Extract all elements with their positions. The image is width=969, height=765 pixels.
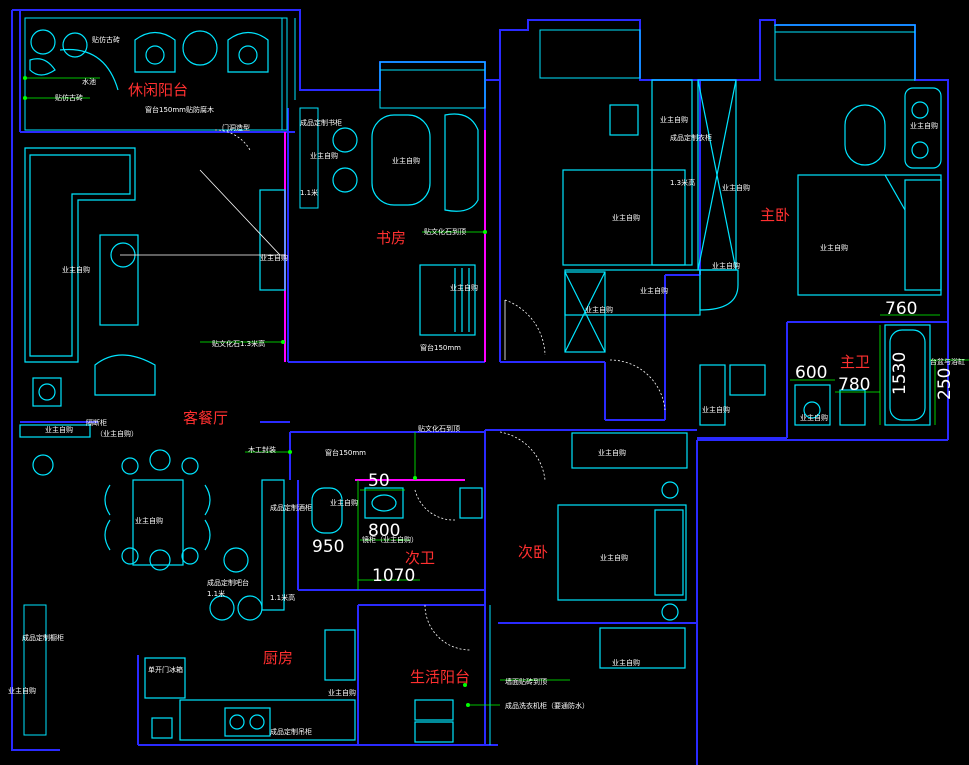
note-mirror: 镜柜（业主自购）	[362, 535, 418, 544]
dining-furniture	[19, 424, 285, 621]
room-label-utility-balcony: 生活阳台	[410, 668, 470, 686]
note-owner-mb-3: 业主自购	[712, 261, 740, 270]
master-bath-fixtures	[699, 324, 931, 426]
note-owner-dining: 业主自购	[135, 516, 163, 525]
dim-760: 760	[885, 299, 917, 319]
utility-fixtures	[414, 605, 491, 745]
note-owner-mb-7: 业主自购	[660, 115, 688, 124]
note-wall-tile: 墙面贴砖到顶	[505, 677, 547, 686]
note-owner-sb-3: 业主自购	[612, 658, 640, 667]
balcony-furniture	[29, 29, 269, 91]
room-label-guest-bath: 次卫	[405, 549, 435, 567]
note-owner-mb-2: 业主自购	[722, 183, 750, 192]
note-study-cab-h: 1.1米	[300, 188, 318, 197]
dimension-lines	[357, 314, 940, 590]
note-owner-mb-6: 业主自购	[910, 121, 938, 130]
dim-1070: 1070	[372, 566, 415, 586]
study-furniture	[332, 113, 479, 336]
dim-50: 50	[368, 471, 390, 491]
note-owner-mb-1: 业主自购	[612, 213, 640, 222]
dimensions: 760 600 780 1530 250 50 800 950 1070	[312, 299, 955, 586]
note-range-hood: 成品定制吊柜	[270, 727, 312, 736]
note-screen: 隔断柜	[86, 418, 107, 427]
dim-800: 800	[368, 521, 400, 541]
note-pool: 水池	[82, 77, 96, 86]
note-wardrobe: 成品定制衣柜	[670, 133, 712, 142]
room-label-study: 书房	[376, 229, 406, 247]
dim-1530: 1530	[890, 352, 910, 395]
note-tile-b: 贴仿古砖	[55, 93, 83, 102]
room-label-master-bath: 主卫	[840, 353, 870, 371]
guest-bath-fixtures	[311, 487, 483, 534]
living-furniture	[24, 147, 286, 407]
note-owner-gbath: 业主自购	[330, 498, 358, 507]
dim-780: 780	[838, 375, 870, 395]
note-owner-sb-1: 业主自购	[598, 448, 626, 457]
dim-950: 950	[312, 537, 344, 557]
note-bar-h: 1.1米高	[270, 593, 295, 602]
note-owner-tv: 业主自购	[260, 253, 288, 262]
walls	[11, 9, 949, 765]
note-stone-1: 贴文化石1.3米高	[212, 339, 265, 348]
note-owner-mb-5: 业主自购	[585, 305, 613, 314]
note-owner-sofa: 业主自购	[62, 265, 90, 274]
note-owner-sb-2: 业主自购	[600, 553, 628, 562]
leader-lines	[23, 76, 969, 707]
note-door-trim: 门洞造型	[222, 123, 250, 132]
note-wood-wrap: 木工封装	[248, 445, 276, 454]
note-stone-2: 贴文化石到顶	[424, 227, 466, 236]
room-label-master-bedroom: 主卧	[760, 206, 790, 224]
note-owner-mbath-1: 业主自购	[702, 405, 730, 414]
note-washer: 成品洗衣机柜（要通防水）	[505, 701, 589, 710]
note-wine-cabinet: 成品定制吧台	[207, 578, 249, 587]
second-bedroom-furniture	[557, 432, 688, 669]
note-owner-study-3: 业主自购	[450, 283, 478, 292]
room-label-living-dining: 客餐厅	[183, 409, 228, 427]
kitchen-fixtures	[144, 629, 356, 741]
note-tile-a: 贴仿古砖	[92, 35, 120, 44]
dim-250: 250	[935, 368, 955, 400]
room-label-second-bedroom: 次卧	[518, 543, 548, 561]
note-owner-mb-4: 业主自购	[640, 286, 668, 295]
note-screen-owner: （业主自购）	[96, 429, 138, 438]
dim-600: 600	[795, 363, 827, 383]
room-label-kitchen: 厨房	[263, 649, 293, 667]
note-owner-study-2: 业主自购	[392, 156, 420, 165]
note-sill-150-a: 窗台150mm	[420, 343, 461, 352]
note-wardrobe-h: 1.3米高	[670, 178, 695, 187]
room-label-leisure-balcony: 休闲阳台	[128, 81, 188, 99]
doors	[214, 129, 666, 651]
note-owner-study-1: 业主自购	[310, 151, 338, 160]
note-owner-bed: 业主自购	[820, 243, 848, 252]
annotations: 贴仿古砖 贴仿古砖 水池 窗台150mm贴防腐木 门洞造型 业主自购 业主自购 …	[8, 35, 965, 736]
note-wine-height: 1.1米	[207, 589, 225, 598]
note-owner-kitchen-2: 业主自购	[8, 686, 36, 695]
note-kitchen-cab: 成品定制橱柜	[22, 633, 64, 642]
note-owner-screen: 业主自购	[45, 425, 73, 434]
note-bar-cab: 成品定制酒柜	[270, 503, 312, 512]
note-stone-3: 贴文化石到顶	[418, 424, 460, 433]
note-sill-150-b: 窗台150mm	[325, 448, 366, 457]
windows	[23, 17, 916, 736]
note-study-cab: 成品定制书柜	[300, 118, 342, 127]
note-bath-counter: 台盆与浴缸	[930, 357, 965, 366]
note-owner-kitchen: 业主自购	[328, 688, 356, 697]
note-sill-wood: 窗台150mm贴防腐木	[145, 105, 214, 114]
note-owner-mbath-2: 业主自购	[800, 413, 828, 422]
master-bedroom-furniture	[562, 79, 942, 353]
note-fridge: 单开门冰箱	[148, 665, 183, 674]
